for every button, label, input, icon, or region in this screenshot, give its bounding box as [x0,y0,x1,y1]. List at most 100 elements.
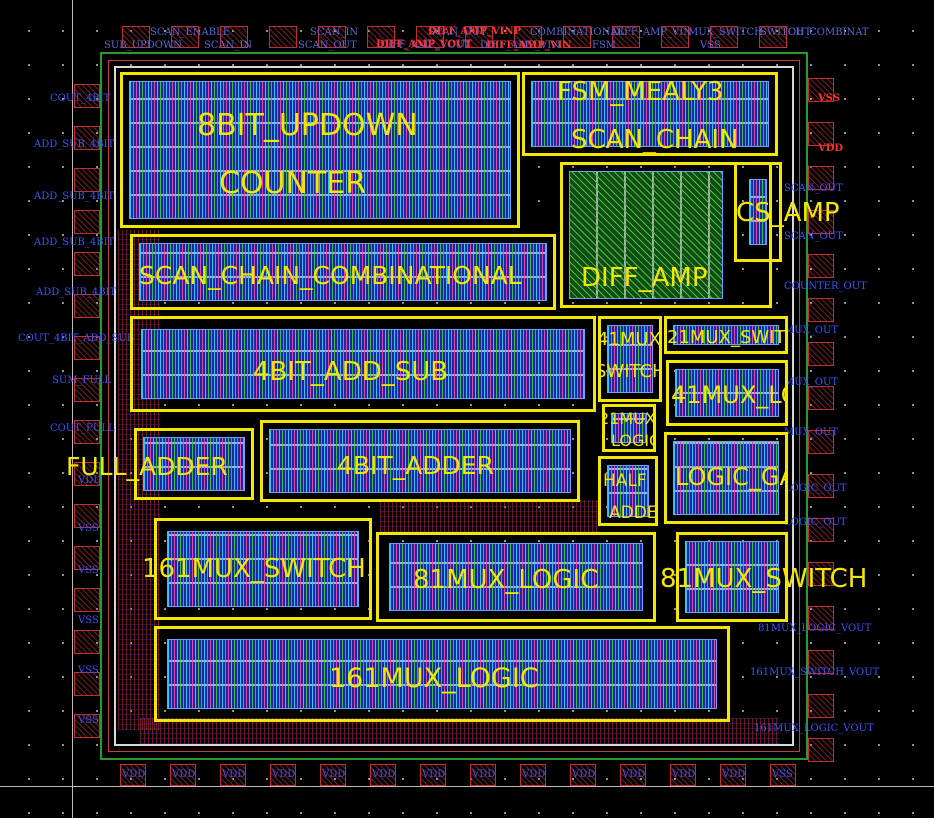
pin-label: VSS [78,615,99,626]
pin-label: SCAN_OUT [428,27,487,38]
io-pad [670,764,696,786]
block-21mux-logic[interactable]: 21MUX LOGIC [602,404,656,452]
io-pad [808,694,834,718]
io-pad [808,562,834,586]
io-pad [808,474,834,498]
pin-label: SUM_FULL [52,375,112,386]
io-pad [808,386,834,410]
seal-ring [108,60,800,752]
io-pad [465,26,493,48]
pin-label: COMBINATIONAL [530,27,625,38]
pin-label: DIFF_AMP_VOUT [376,39,473,50]
pin-label: 161MUX_LOGIC_VOUT [754,723,874,734]
pin-label: COUT_4BIT_ADD_SUB [18,333,135,344]
io-pad [808,430,834,454]
block-label: SCAN_CHAIN_COMBINATIONAL [139,261,522,290]
io-pad [808,254,834,278]
pin-label: DIFF_AMP_VIN [486,40,572,51]
standard-cell-rows [673,441,779,515]
standard-cell-rows [139,243,547,301]
routing-bottom [140,718,780,744]
io-pad [320,764,346,786]
block-label: SWITCH [598,361,662,382]
pin-label: VDD [818,143,844,154]
block-81mux-switch[interactable] [676,532,788,622]
io-pad [808,78,834,102]
block-label: 21MUX [602,409,656,428]
standard-cell-rows [269,429,571,493]
pin-label: VDD [322,769,346,780]
io-pad [74,252,100,276]
io-pad [514,26,542,48]
block-label: 41MUX [598,329,661,350]
pin-label: FSM [592,40,617,51]
standard-cell-rows [607,465,649,517]
pin-label: VSS [78,523,99,534]
block-41mux-switch[interactable]: 41MUX SWITCH [598,316,662,402]
block-fsm-mealy3-scan-chain[interactable]: FSM_MEALY3 SCAN_CHAIN [522,72,778,156]
analog-cells [569,171,723,299]
io-pad [367,26,395,48]
pin-label: SWITCH_COMBINAT [760,27,869,38]
pin-label: VDD [122,769,146,780]
pin-label: SCAN_OUT [784,231,843,242]
block-41mux-logic[interactable]: 41MUX_LOGIC [666,360,788,426]
io-pad [808,518,834,542]
block-full-adder[interactable] [134,428,254,500]
standard-cell-rows [143,437,245,491]
io-pad [220,26,248,48]
pin-label: VDD [622,769,646,780]
block-scan-chain-combinational[interactable]: SCAN_CHAIN_COMBINATIONAL [130,234,556,310]
block-logic-gate[interactable]: LOGIC_GATE [664,432,788,524]
block-label: 4BIT_ADDER [337,451,494,480]
block-8bit-updown-counter[interactable]: 8BIT_UPDOWN COUNTER [120,72,520,228]
block-label: 161MUX_LOGIC [329,663,539,694]
io-pad [74,588,100,612]
pin-label: SCAN_IN [310,27,359,38]
block-81mux-logic[interactable]: 81MUX_LOGIC [376,532,656,622]
io-pad [420,764,446,786]
pin-label: ADD_SUB_4BIT [36,287,117,298]
pin-label: SCAN_ENABLE [150,27,231,38]
io-pad [808,650,834,674]
io-pad [74,84,100,108]
block-4bit-add-sub[interactable]: 4BIT_ADD_SUB [130,316,596,412]
io-pad [612,26,640,48]
block-diff-amp[interactable]: DIFF_AMP [560,162,772,308]
block-label: LOGIC_GATE [675,463,785,491]
io-pad [270,764,296,786]
pin-label: VDD [372,769,396,780]
block-label: 4BIT_ADD_SUB [253,357,449,387]
io-pad [416,26,444,48]
pin-label: VDD [272,769,296,780]
pin-label: VSS [772,769,793,780]
io-pad [808,298,834,322]
block-label: ADDER [609,503,658,523]
pin-label: ADD_SUB_4BIT [34,191,115,202]
pin-label: MUX_OUT [784,377,839,388]
block-label: FSM_MEALY3 [557,77,724,107]
io-pad [470,764,496,786]
standard-cell-rows [531,81,769,147]
pin-label: COUT_4BIT [50,93,111,104]
pin-label: MUX_OUT [784,427,839,438]
pin-label: COUNTER_OUT [784,281,867,292]
io-pad [661,26,689,48]
io-pad [74,294,100,318]
io-pad [720,764,746,786]
block-21mux-switch[interactable]: 21MUX_SWITCH [664,316,788,354]
block-label: SCAN_CHAIN [571,125,739,155]
pin-label: OUT [788,27,812,38]
io-pad [808,166,834,190]
block-half-adder[interactable]: HALF ADDER [598,456,658,526]
pin-label: MUX_SWITCH [688,27,763,38]
io-pad [318,26,346,48]
io-pad [808,122,834,146]
io-pad [74,420,100,444]
block-161mux-switch[interactable] [154,518,372,620]
block-label: LOGIC [611,431,656,450]
block-4bit-adder[interactable]: 4BIT_ADDER [260,420,580,502]
io-pad [520,764,546,786]
block-161mux-logic[interactable]: 161MUX_LOGIC [154,626,730,722]
pin-label: VSS [700,40,721,51]
